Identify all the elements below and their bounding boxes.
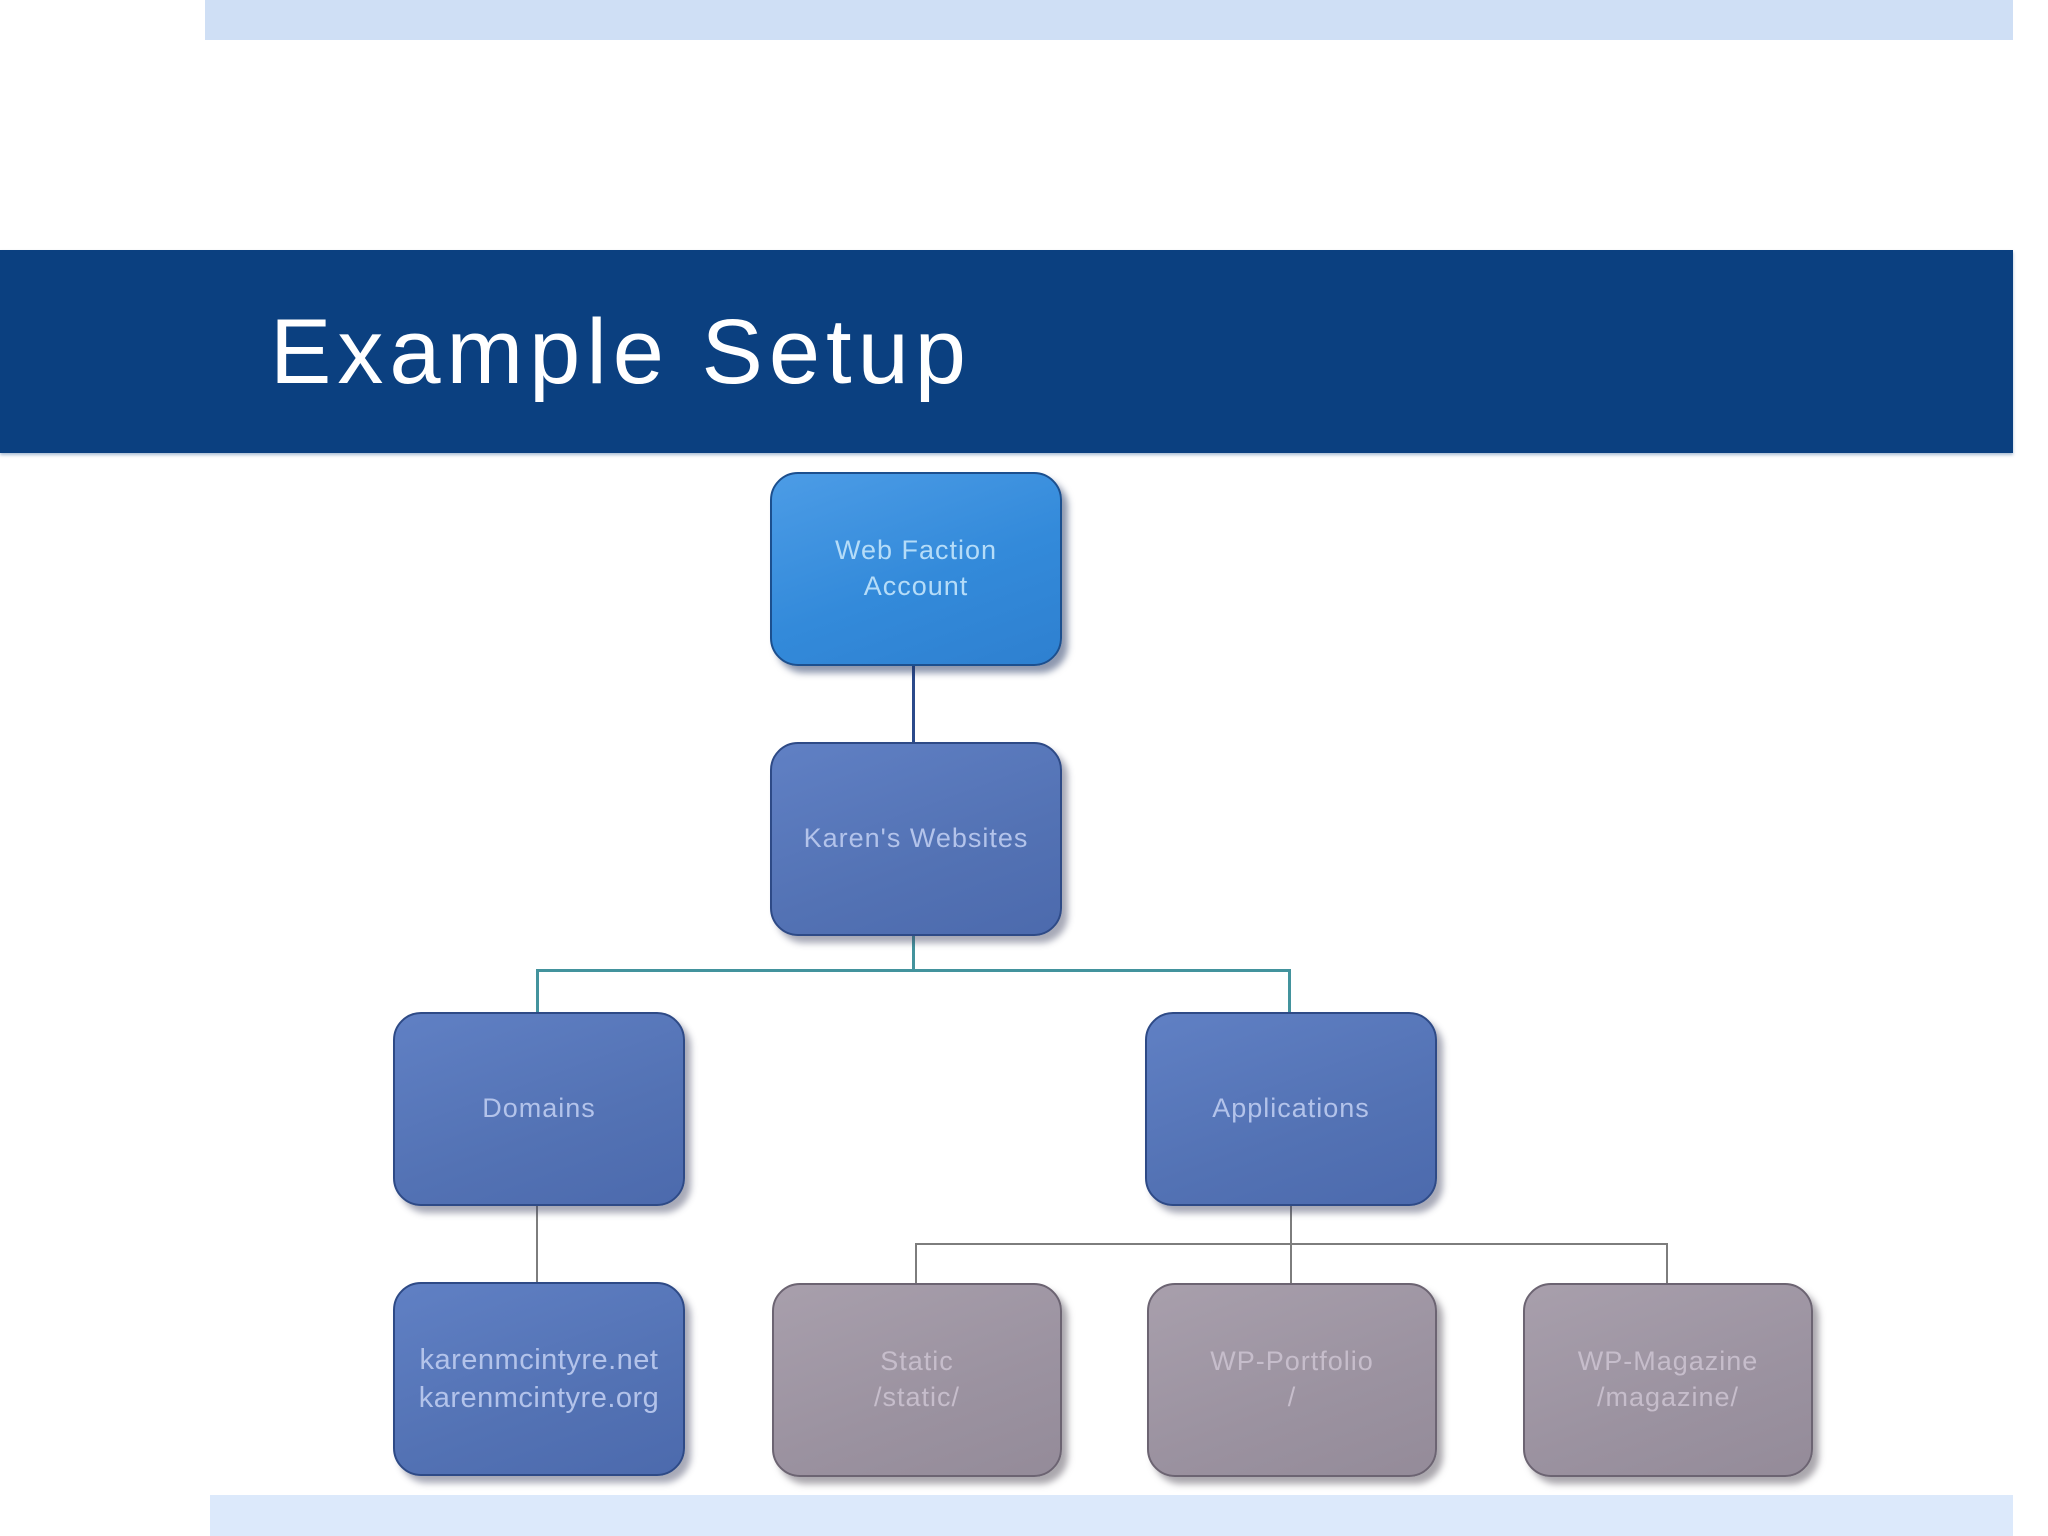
- connector-websites-branch: [536, 969, 1291, 972]
- connector-to-applications: [1288, 969, 1291, 1014]
- node-label: /static/: [873, 1382, 961, 1412]
- connector-account-to-websites: [912, 662, 915, 744]
- connector-domains-to-karenmcintyre: [536, 1203, 538, 1283]
- node-label: Domains: [482, 1093, 596, 1124]
- connector-to-wp-magazine: [1666, 1243, 1668, 1284]
- connector-to-static: [915, 1243, 917, 1284]
- node-label: Karen's Websites: [803, 823, 1029, 854]
- node-wp-portfolio: WP-Portfolio /: [1147, 1283, 1437, 1477]
- node-label: /magazine/: [1596, 1382, 1740, 1412]
- connector-applications-stem: [1290, 1202, 1292, 1244]
- node-label: karenmcintyre.org: [418, 1382, 660, 1414]
- node-web-faction-account: Web Faction Account: [770, 472, 1062, 666]
- node-label: WP-Magazine: [1577, 1346, 1759, 1377]
- connector-to-domains: [536, 969, 539, 1014]
- node-label: Applications: [1212, 1093, 1370, 1124]
- node-label: Web Faction: [834, 535, 998, 566]
- node-karens-websites: Karen's Websites: [770, 742, 1062, 936]
- connector-websites-stem: [912, 932, 915, 972]
- top-accent-bar: [205, 0, 2013, 40]
- connector-to-wp-portfolio: [1290, 1243, 1292, 1284]
- node-label: Account: [863, 571, 969, 601]
- node-label: Static: [880, 1346, 954, 1377]
- node-domains: Domains: [393, 1012, 685, 1206]
- node-wp-magazine: WP-Magazine /magazine/: [1523, 1283, 1813, 1477]
- node-applications: Applications: [1145, 1012, 1437, 1206]
- node-karenmcintyre: karenmcintyre.net karenmcintyre.org: [393, 1282, 685, 1476]
- node-label: /: [1287, 1382, 1297, 1412]
- node-label: karenmcintyre.net: [419, 1343, 659, 1376]
- node-static: Static /static/: [772, 1283, 1062, 1477]
- page-title: Example Setup: [270, 300, 972, 403]
- title-banner: Example Setup: [0, 250, 2013, 453]
- node-label: WP-Portfolio: [1210, 1346, 1374, 1377]
- bottom-accent-bar: [210, 1495, 2013, 1536]
